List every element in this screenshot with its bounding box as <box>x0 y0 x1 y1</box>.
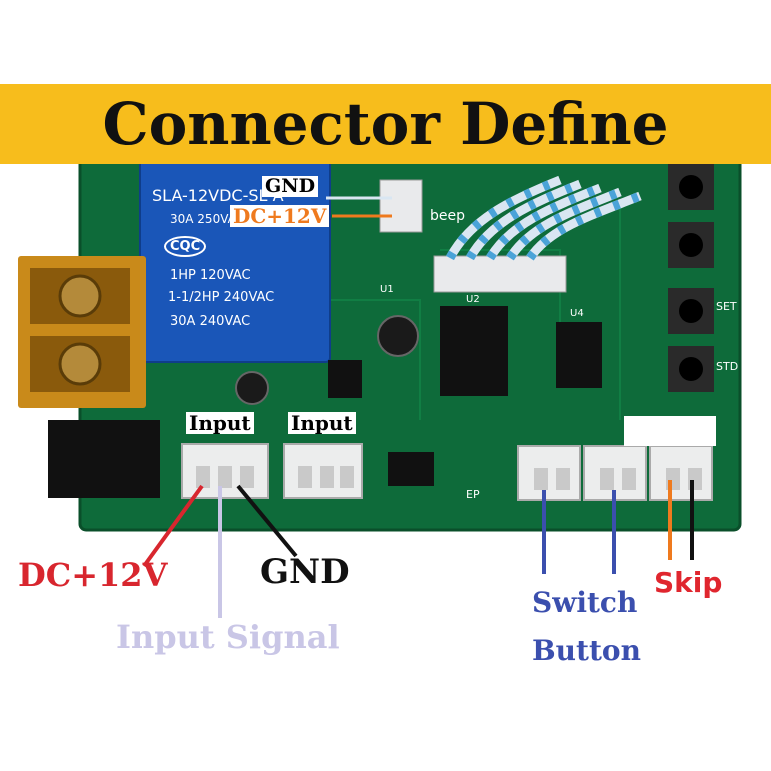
silk-ep: EP <box>466 488 480 501</box>
relay-rating-1: 30A 250VAC <box>170 212 245 226</box>
silk-set: SET <box>716 300 737 313</box>
relay-rating-2: 1HP 120VAC <box>170 268 251 283</box>
relay <box>140 152 330 362</box>
silk-u1: U1 <box>380 284 394 295</box>
callout-skip: Skip <box>654 566 723 599</box>
silk-u4: U4 <box>570 308 584 319</box>
screw-top <box>58 274 102 318</box>
wire-gnd <box>236 484 298 558</box>
wire-dc12v <box>142 484 204 568</box>
connector-skip <box>649 445 713 501</box>
dc-jack <box>48 420 160 498</box>
relay-model: SLA-12VDC-SL-A <box>152 186 284 205</box>
relay-rating-4: 30A 240VAC <box>170 314 251 329</box>
ic-u2 <box>440 306 508 396</box>
capacitor <box>377 315 419 357</box>
screw-bottom <box>58 342 102 386</box>
title-banner: Connector Define <box>0 84 771 164</box>
tag-input-left: Input <box>186 412 254 434</box>
relay-rating-3: 1-1/2HP 240VAC <box>168 290 275 305</box>
tag-input-right: Input <box>288 412 356 434</box>
callout-gnd: GND <box>260 552 350 592</box>
tag-gnd: GND <box>262 176 319 197</box>
silk-u2: U2 <box>466 294 480 305</box>
silk-beep: beep <box>430 208 465 224</box>
relay-cert: CQC <box>164 236 207 257</box>
silk-std: STD <box>716 360 739 373</box>
beep-connector <box>379 179 423 233</box>
blank-label <box>624 416 716 446</box>
callout-switch: Switch <box>532 586 638 619</box>
ic-u4 <box>556 322 602 388</box>
callout-dc12v: DC+12V <box>18 556 168 594</box>
ribbon-cable <box>433 175 642 293</box>
callout-input-signal: Input Signal <box>116 618 340 656</box>
page-title: Connector Define <box>102 90 669 158</box>
tag-dc12v: DC+12V <box>230 205 330 227</box>
callout-button: Button <box>532 634 641 667</box>
connector-switch-1 <box>517 445 581 501</box>
